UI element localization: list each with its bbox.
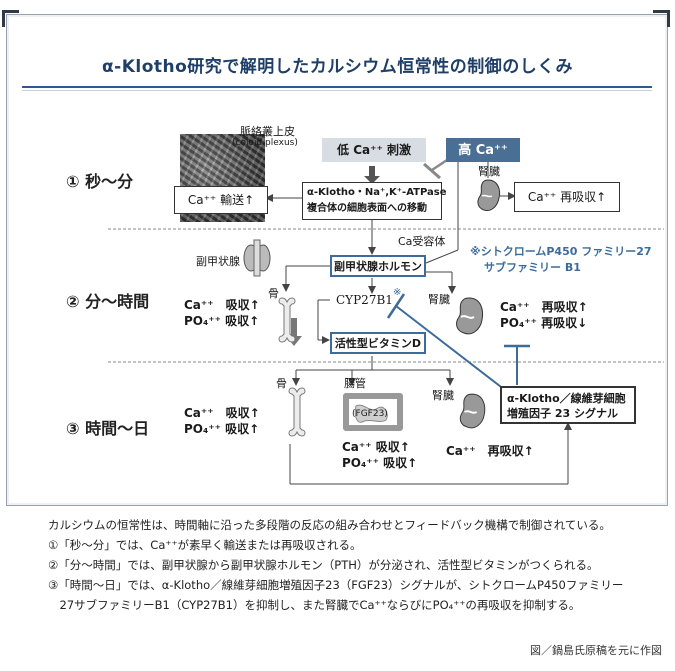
cyp27b1-label: CYP27B1 <box>336 293 393 307</box>
figure-frame <box>6 14 668 506</box>
kidney-label-2: 腎臓 <box>428 293 450 306</box>
bone-icon-3 <box>288 387 306 437</box>
low-ca-stimulus: 低 Ca⁺⁺ 刺激 <box>322 138 426 162</box>
cyp-note-1: ※シトクロームP450 ファミリー27 <box>470 245 652 258</box>
stage-label-3: ③ 時間～日 <box>66 419 150 438</box>
stage-label-2: ② 分～時間 <box>66 292 150 311</box>
figure-title: α-Klotho研究で解明したカルシウム恒常性の制御のしくみ <box>101 57 573 77</box>
vitamin-d-box: 活性型ビタミンD <box>330 332 426 354</box>
bone3-ca-absorb: Ca⁺⁺ 吸収↑ <box>184 406 260 420</box>
kidney-icon-3 <box>459 393 486 429</box>
atpase-line1: α-Klotho・Na⁺,K⁺-ATPase <box>307 187 447 198</box>
ca-transport-box: Ca⁺⁺ 輸送↑ <box>174 186 268 214</box>
bone3-po4-absorb: PO₄⁺⁺ 吸収↑ <box>184 422 260 436</box>
bone-ca-absorb: Ca⁺⁺ 吸収↑ <box>184 298 260 312</box>
note-line: ③「時間～日」では、α-Klotho／線維芽細胞増殖因子23（FGF23）シグナ… <box>48 578 624 592</box>
bone-icon <box>278 297 296 343</box>
parathyroid-label: 副甲状腺 <box>196 255 240 268</box>
atpase-line2: 複合体の細胞表面への移動 <box>307 203 427 214</box>
intestine-icon <box>343 393 403 431</box>
note-line: 27サブファミリーB1（CYP27B1）を抑制し、また腎臓でCa⁺⁺ならびにPO… <box>48 598 581 612</box>
klotho-line2: 増殖因子 23 シグナル <box>507 407 618 420</box>
cyp-footnote-mark: ※ <box>393 287 402 298</box>
intestine-po4-absorb: PO₄⁺⁺ 吸収↑ <box>342 456 418 470</box>
kidney-ca-reabsorb: Ca⁺⁺ 再吸収↑ <box>500 300 588 314</box>
kidney-label: 腎臓 <box>478 165 500 178</box>
title-underline <box>22 86 652 88</box>
ca-receptor-label: Ca受容体 <box>398 235 446 248</box>
kidney3-ca-reabsorb: Ca⁺⁺ 再吸収↑ <box>446 444 534 458</box>
choroid-label: 脈絡叢上皮 <box>240 125 295 138</box>
note-line: カルシウムの恒常性は、時間軸に沿った多段階の反応の組み合わせとフィードバック機構… <box>48 518 611 532</box>
title-underline <box>22 90 652 91</box>
kidney-label-3: 腎臓 <box>432 389 454 402</box>
note-line: ①「秒～分」では、Ca⁺⁺が素早く輸送または再吸収される。 <box>48 538 362 552</box>
frame-corner <box>653 10 670 27</box>
bone-po4-absorb: PO₄⁺⁺ 吸収↑ <box>184 314 260 328</box>
frame-corner <box>2 10 19 27</box>
intestine-ca-absorb: Ca⁺⁺ 吸収↑ <box>342 440 410 454</box>
kidney-po4-reabsorb: PO₄⁺⁺ 再吸収↓ <box>500 316 588 330</box>
pth-box: 副甲状腺ホルモン <box>330 255 426 277</box>
cyp-note-2: サブファミリー B1 <box>484 261 581 274</box>
bone-label: 骨 <box>268 287 279 300</box>
figure-notes: カルシウムの恒常性は、時間軸に沿った多段階の反応の組み合わせとフィードバック機構… <box>48 515 623 615</box>
bone-label-3: 骨 <box>276 377 287 390</box>
atpase-box: α-Klotho・Na⁺,K⁺-ATPase 複合体の細胞表面への移動 <box>302 182 447 220</box>
high-ca-box: 高 Ca⁺⁺ <box>446 138 520 162</box>
choroid-sublabel: (coloid plexus) <box>232 138 298 148</box>
kidney-icon <box>477 179 501 211</box>
klotho-fgf23-box: α-Klotho／線維芽細胞 増殖因子 23 シグナル <box>500 386 636 424</box>
parathyroid-icon <box>243 239 271 277</box>
intestine-label: 腸管 <box>344 377 366 390</box>
fgf23-label: (FGF23) <box>352 409 388 419</box>
stage-label-1: ① 秒～分 <box>66 172 134 191</box>
note-line: ②「分～時間」では、副甲状腺から副甲状腺ホルモン（PTH）が分泌され、活性型ビタ… <box>48 558 599 572</box>
figure-credit: 図／鍋島氏原稿を元に作図 <box>530 644 662 657</box>
klotho-line1: α-Klotho／線維芽細胞 <box>507 392 626 405</box>
ca-reabsorb-box: Ca⁺⁺ 再吸収↑ <box>514 182 620 212</box>
kidney-icon-2 <box>456 297 484 335</box>
